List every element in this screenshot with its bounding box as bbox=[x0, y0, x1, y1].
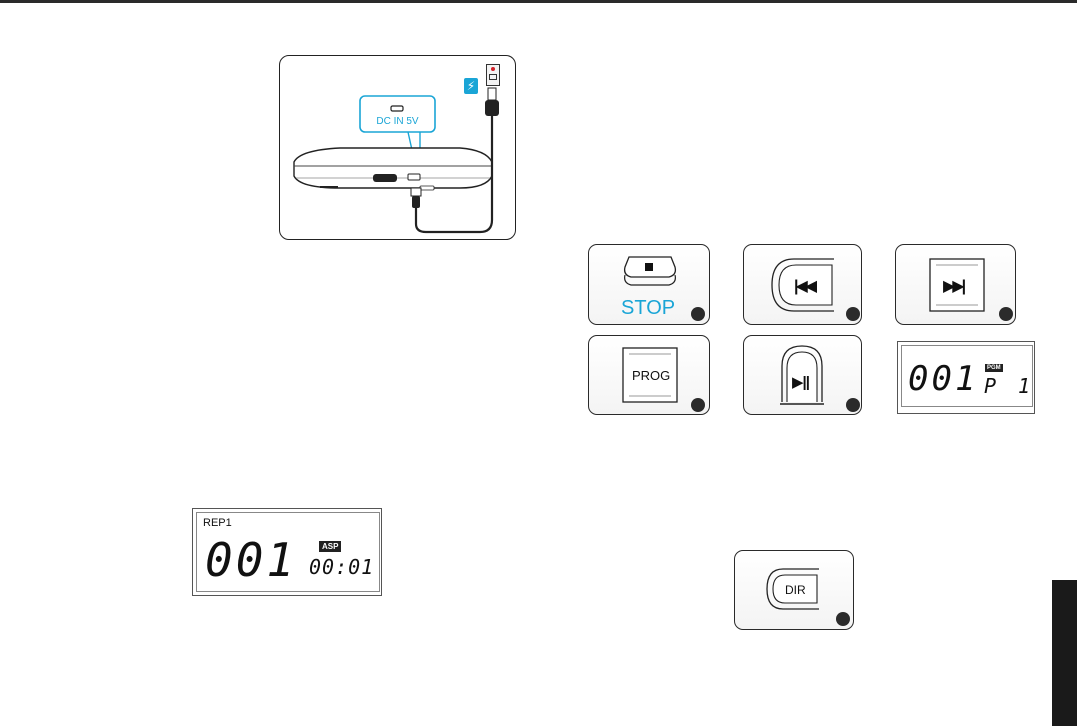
usb-plug-icon bbox=[486, 64, 500, 86]
play-pause-icon[interactable]: ▶|| bbox=[792, 373, 809, 391]
top-rule bbox=[0, 0, 1077, 3]
play-pause-button-panel: ▶|| bbox=[743, 335, 862, 415]
prog-label[interactable]: PROG bbox=[632, 368, 670, 383]
stop-button-panel: STOP bbox=[588, 244, 710, 325]
callout-dot bbox=[999, 307, 1013, 321]
next-button-panel: ▶▶| bbox=[895, 244, 1016, 325]
next-track-icon[interactable]: ▶▶| bbox=[943, 276, 963, 296]
program-lcd-track: 001 bbox=[908, 359, 978, 399]
previous-button-panel: |◀◀ bbox=[743, 244, 862, 325]
stop-square-icon[interactable] bbox=[645, 263, 653, 271]
side-section-tab bbox=[1052, 580, 1077, 726]
callout-dot bbox=[846, 307, 860, 321]
program-lcd-number: 1 bbox=[1018, 374, 1033, 398]
repeat-lcd-time: 00:01 bbox=[309, 555, 374, 579]
callout-dot bbox=[691, 307, 705, 321]
prog-button-panel: PROG bbox=[588, 335, 710, 415]
program-lcd-badge: PGM bbox=[985, 364, 1003, 372]
repeat-lcd-track: 001 bbox=[205, 533, 297, 587]
dir-label[interactable]: DIR bbox=[785, 583, 806, 597]
callout-dot bbox=[691, 398, 705, 412]
stop-label: STOP bbox=[621, 297, 675, 320]
previous-track-icon[interactable]: |◀◀ bbox=[794, 276, 814, 296]
repeat-lcd: REP1 001 ASP 00:01 bbox=[192, 508, 382, 596]
usb-connection-figure: ⚡ DC IN 5V bbox=[279, 55, 516, 240]
callout-dot bbox=[846, 398, 860, 412]
dc-in-label: DC IN 5V bbox=[360, 116, 435, 127]
program-lcd: 001 PGM P 1 bbox=[897, 341, 1035, 414]
repeat-indicator: REP1 bbox=[203, 517, 232, 529]
callout-dot bbox=[836, 612, 850, 626]
program-lcd-mode: P bbox=[984, 374, 999, 398]
bolt-icon: ⚡ bbox=[464, 78, 478, 94]
dir-button-panel: DIR bbox=[734, 550, 854, 630]
asp-badge: ASP bbox=[319, 541, 341, 552]
